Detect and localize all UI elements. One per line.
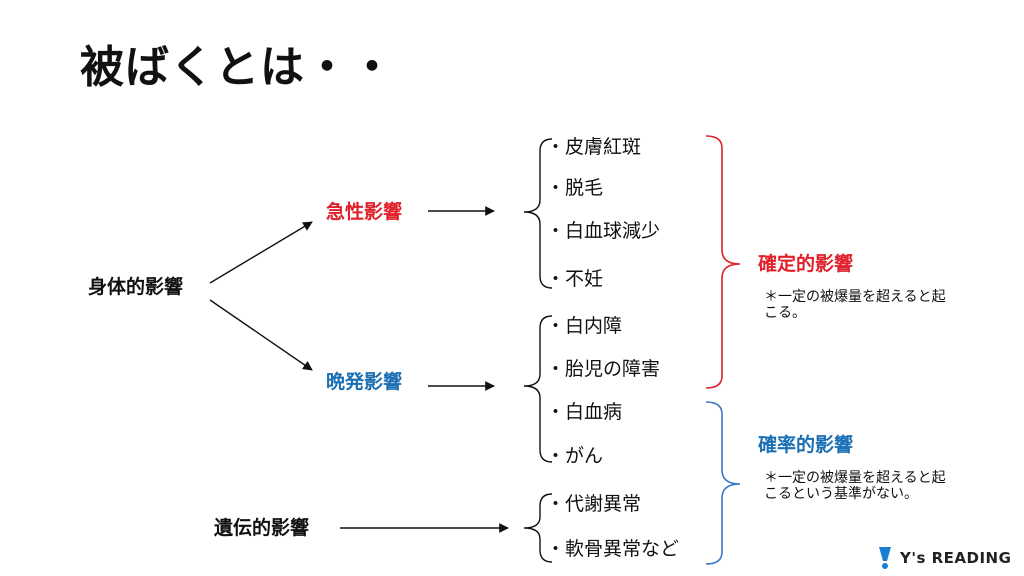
list-item: ・白血球減少 — [546, 220, 661, 242]
arrow-root-to-late — [209, 299, 313, 371]
brace-acute-items — [523, 138, 553, 289]
acute-effects-label: 急性影響 — [326, 201, 403, 223]
list-item: ・白内障 — [546, 315, 623, 337]
brace-stochastic — [705, 401, 741, 565]
list-item: ・がん — [546, 445, 604, 467]
list-item: ・胎児の障害 — [546, 358, 661, 380]
list-item: ・軟骨異常など — [546, 538, 680, 560]
deterministic-note: ＊一定の被爆量を超えると起こる。 — [764, 289, 946, 321]
list-item: ・代謝異常 — [546, 493, 642, 515]
brand-logo: Y's READING — [878, 546, 1011, 570]
list-item: ・皮膚紅斑 — [546, 136, 642, 158]
page-title: 被ばくとは・・ — [80, 42, 395, 93]
brace-deterministic — [705, 135, 741, 389]
deterministic-effects-label: 確定的影響 — [758, 253, 854, 275]
list-item: ・脱毛 — [546, 177, 604, 199]
late-effects-label: 晩発影響 — [326, 371, 403, 393]
somatic-effects-label: 身体的影響 — [88, 276, 184, 298]
brace-late-items — [523, 315, 553, 463]
list-item: ・不妊 — [546, 268, 604, 290]
hereditary-effects-label: 遺伝的影響 — [214, 517, 310, 539]
list-item: ・白血病 — [546, 401, 623, 423]
brand-name: Y's READING — [900, 549, 1012, 567]
brace-hereditary-items — [523, 493, 553, 563]
exclamation-icon — [879, 547, 891, 569]
stochastic-effects-label: 確率的影響 — [758, 434, 854, 456]
stochastic-note: ＊一定の被爆量を超えると起こるという基準がない。 — [764, 470, 946, 502]
arrow-root-to-acute — [209, 221, 313, 284]
